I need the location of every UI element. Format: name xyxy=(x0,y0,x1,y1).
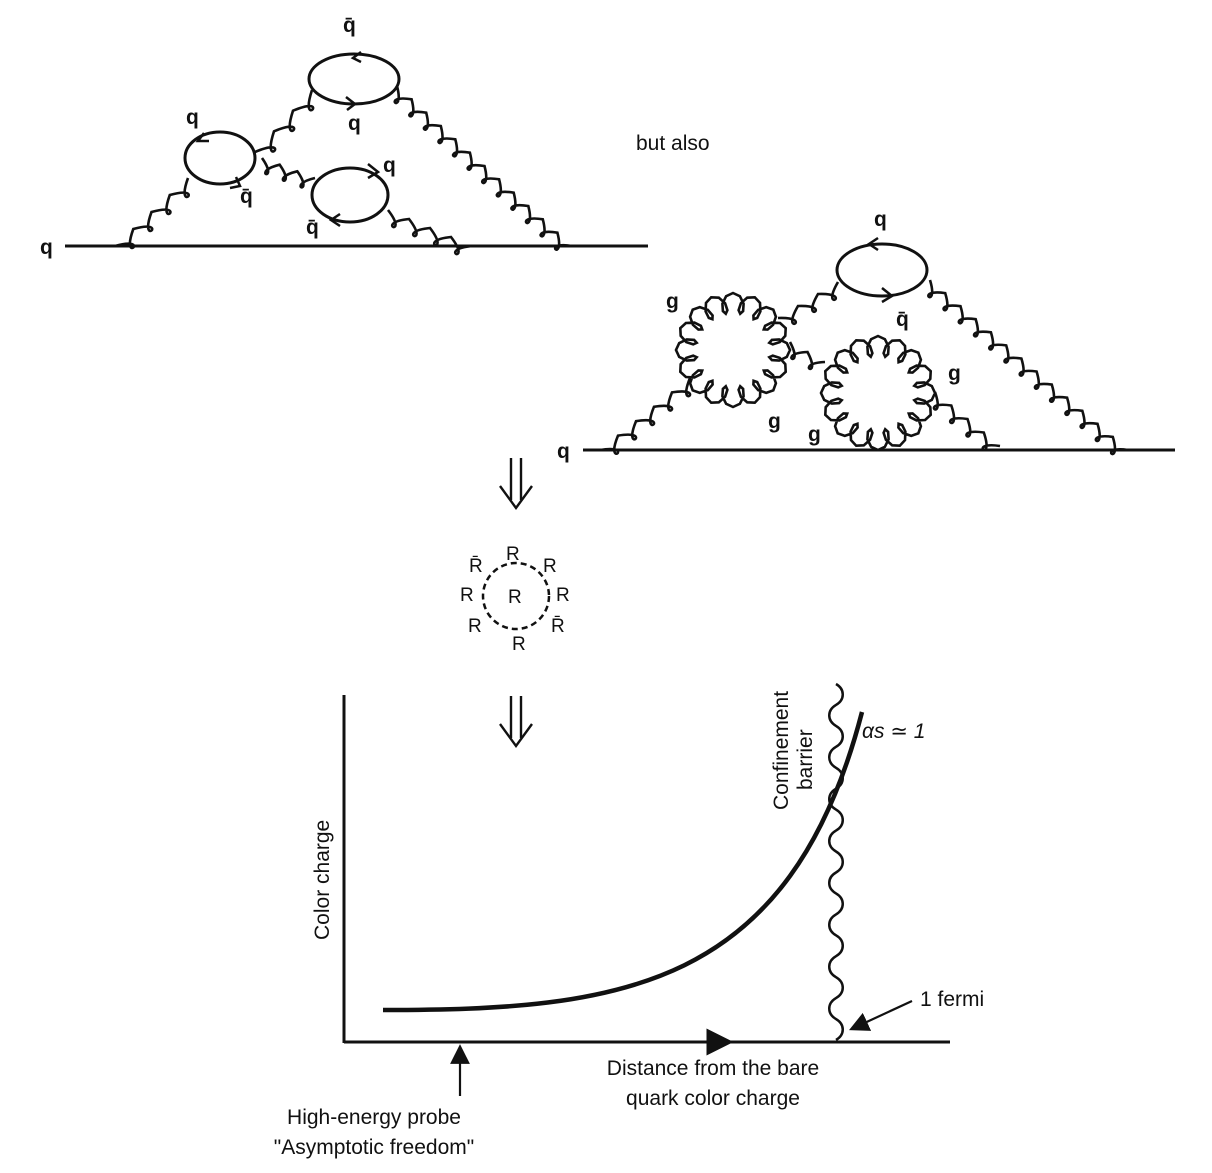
loop-arrow-top-upper xyxy=(350,51,362,64)
loop-top-lower-label: q xyxy=(348,112,361,135)
barrier-label-line1: Confinement xyxy=(770,691,793,810)
loop-arrow-mid-upper xyxy=(367,163,381,180)
quark-loop-mid xyxy=(310,166,390,224)
x-axis-label-line1: Distance from the bare xyxy=(607,1057,819,1080)
quark-loop-left xyxy=(183,130,257,186)
gluon-loop-right-label: g xyxy=(948,362,961,385)
gluon-lines-top-left xyxy=(114,85,573,256)
fermi-pointer-arrow xyxy=(849,1000,913,1031)
quark-loop-right-lower-label: q̄ xyxy=(896,308,909,331)
cloud-center-charge: R xyxy=(508,587,522,608)
implies-arrow-1 xyxy=(499,458,533,511)
cloud-charge-6: R xyxy=(468,616,482,637)
loop-left-lower-label: q̄ xyxy=(240,185,253,208)
cloud-charge-0: R̄ xyxy=(469,556,483,577)
cloud-charge-1: R xyxy=(506,544,520,565)
cloud-charge-7: R xyxy=(512,634,526,655)
loop-arrow-left-lower xyxy=(229,176,242,190)
quark-loop-top xyxy=(307,52,401,106)
but-also-text: but also xyxy=(636,132,710,155)
gluon-loop-right-coils xyxy=(819,334,937,452)
probe-label-line1: High-energy probe xyxy=(287,1106,461,1129)
x-axis-label-line2: quark color charge xyxy=(626,1087,800,1110)
cloud-charge-3: R xyxy=(460,585,474,606)
gluon-loop-left-bottom-label: g xyxy=(768,410,781,433)
loop-mid-lower-label: q̄ xyxy=(306,216,319,239)
loop-arrow-top-lower xyxy=(345,96,358,111)
probe-label-line2: "Asymptotic freedom" xyxy=(274,1136,474,1159)
cloud-charge-5: R̄ xyxy=(551,616,565,637)
gluon-loop-left-label: g xyxy=(666,290,679,313)
gluon-loop-right-bottom-label: g xyxy=(808,423,821,446)
external-quark-label-right: q xyxy=(557,440,570,463)
fermi-label: 1 fermi xyxy=(920,988,984,1011)
confinement-barrier-wavy-line xyxy=(828,682,844,1042)
loop-arrow-mid-lower xyxy=(328,212,341,228)
gluon-loop-left-coils xyxy=(674,291,792,409)
loop-arrow-right-lower xyxy=(881,287,895,304)
loop-left-upper-label: q xyxy=(186,106,199,129)
loop-arrow-right-upper xyxy=(866,236,879,252)
gluon-loop-left xyxy=(678,295,788,405)
barrier-label-line2: barrier xyxy=(794,729,817,790)
gluon-loop-right xyxy=(823,338,933,448)
quark-loop-right xyxy=(835,242,929,298)
y-axis-label: Color charge xyxy=(311,820,334,940)
loop-top-upper-label: q̄ xyxy=(343,14,356,37)
top-left-feynman-diagram: q q̄ q q q̄ q q̄ xyxy=(40,14,648,259)
right-feynman-diagram: q q q̄ g g g g xyxy=(557,208,1175,463)
loop-arrow-left-upper xyxy=(195,132,209,143)
color-charge-curve xyxy=(382,711,865,1013)
gluon-lines-right xyxy=(599,279,1129,456)
quark-loop-right-upper-label: q xyxy=(874,208,887,231)
cloud-dashed-circle xyxy=(481,561,551,631)
loop-mid-upper-label: q xyxy=(383,154,396,177)
cloud-charge-2: R xyxy=(543,556,557,577)
implies-arrow-2 xyxy=(499,696,533,749)
cloud-charge-4: R xyxy=(556,585,570,606)
alpha-s-label: αs ≃ 1 xyxy=(862,720,925,743)
color-charge-cloud: R R̄ R R R R R̄ R R xyxy=(460,544,570,655)
color-charge-graph: Color charge Confinement barrier αs ≃ 1 … xyxy=(274,682,984,1159)
external-quark-label-top-left: q xyxy=(40,236,53,259)
